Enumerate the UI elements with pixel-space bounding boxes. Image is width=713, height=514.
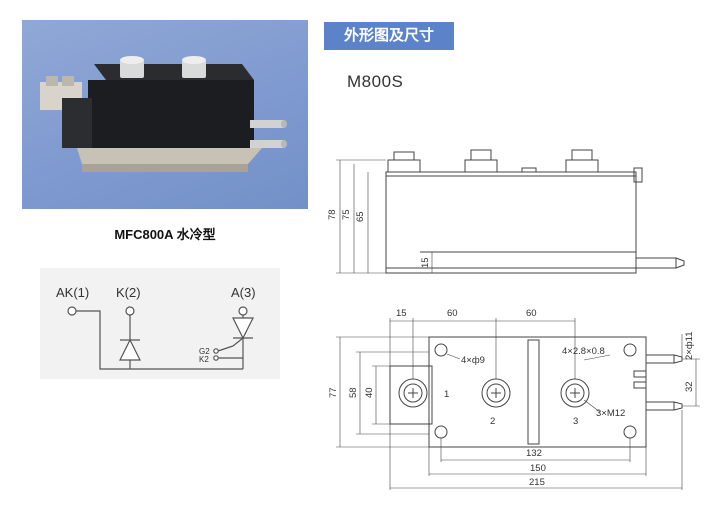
- side-view-drawing: [336, 149, 685, 274]
- dim-32: 32: [684, 381, 695, 392]
- module-photo-illustration: [40, 56, 287, 172]
- dim-top-15: 15: [396, 308, 407, 319]
- section-title: 外形图及尺寸: [324, 22, 454, 50]
- dim-78: 78: [327, 209, 338, 220]
- terminal-ak-label: AK(1): [56, 285, 89, 300]
- dim-215: 215: [529, 477, 545, 488]
- terminal-k-label: K(2): [116, 285, 141, 300]
- dim-top-60b: 60: [526, 308, 537, 319]
- terminal-3-number: 3: [573, 416, 578, 427]
- dim-150: 150: [530, 463, 546, 474]
- terminal-2-number: 2: [490, 416, 495, 427]
- top-view-drawing: [336, 318, 700, 490]
- dim-75: 75: [341, 209, 352, 220]
- dim-58: 58: [348, 387, 359, 398]
- hole-note: 4×ф9: [461, 355, 485, 366]
- model-code: M800S: [347, 72, 404, 91]
- gate-g2-label: G2: [199, 347, 210, 356]
- schematic-symbols: [67, 306, 254, 370]
- tab-note: 4×2.8×0.8: [562, 346, 605, 357]
- dim-side-15: 15: [420, 257, 431, 268]
- dim-132: 132: [526, 448, 542, 459]
- dim-2x11: 2×ф11: [684, 331, 695, 360]
- dim-top-60a: 60: [447, 308, 458, 319]
- terminal-a-label: A(3): [231, 285, 256, 300]
- terminal-1-number: 1: [444, 389, 449, 400]
- dim-40: 40: [364, 387, 375, 398]
- product-photo: [22, 20, 308, 209]
- gate-k2-label: K2: [199, 355, 209, 364]
- photo-caption: MFC800A 水冷型: [114, 227, 216, 242]
- dim-77: 77: [328, 387, 339, 398]
- dim-65: 65: [355, 211, 366, 222]
- screw-note: 3×M12: [596, 408, 625, 419]
